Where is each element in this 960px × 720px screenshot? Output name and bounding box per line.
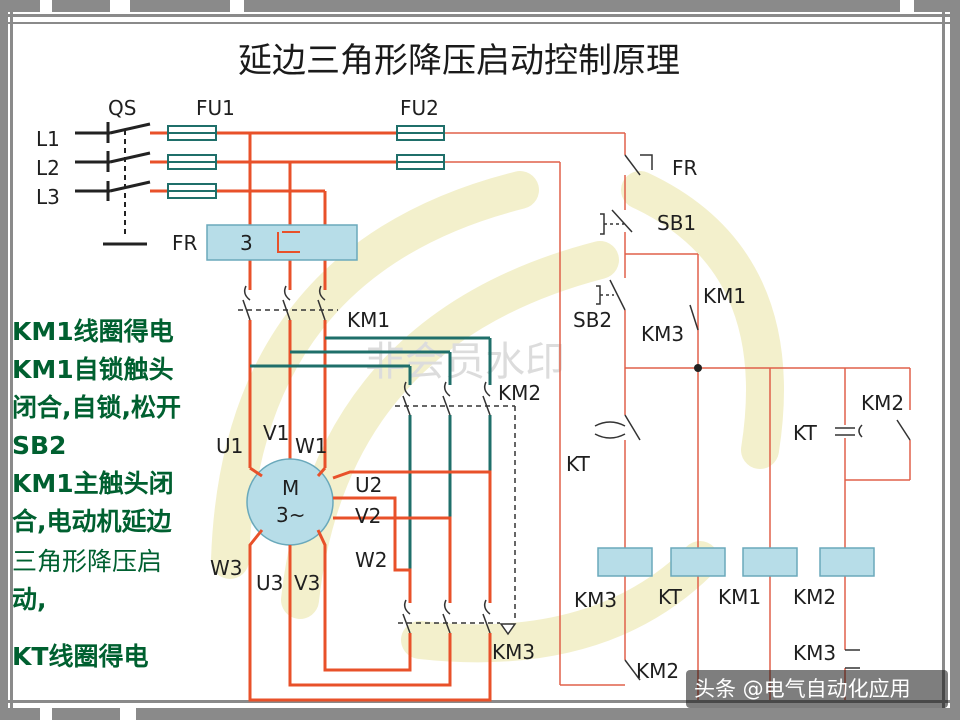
coil-km1: [742, 547, 798, 577]
km1-main-contacts: [238, 285, 338, 321]
label-v1: V1: [263, 421, 289, 445]
explanation-segment: 合,电动机延边: [12, 507, 172, 536]
coil-km3: [597, 547, 653, 577]
coil-km2: [819, 547, 875, 577]
footer-attribution: 头条 @电气自动化应用: [694, 677, 911, 701]
supply-lines: [150, 131, 397, 193]
label-coil-km2: KM2: [793, 585, 836, 609]
explanation-segment: 线圈得电: [74, 317, 174, 346]
label-l2: L2: [36, 156, 60, 180]
explanation-segment: 线圈得电: [48, 642, 148, 671]
explanation-segment: 自锁触头: [74, 355, 174, 384]
junction-dot: [694, 364, 702, 372]
explanation-segment: KM1: [12, 355, 74, 384]
label-v2: V2: [355, 504, 381, 528]
explanation-segment: SB2: [12, 431, 66, 460]
label-w3: W3: [210, 556, 243, 580]
label-u3: U3: [256, 571, 283, 595]
explanation-line: 闭合,自锁,松开: [12, 393, 181, 422]
label-km2-interlock: KM2: [636, 659, 679, 683]
label-fu1: FU1: [196, 96, 235, 120]
explanation-segment: 主触头闭: [74, 469, 174, 498]
label-km1-hold: KM1: [703, 284, 746, 308]
explanation-segment: 三角形降压启: [12, 547, 162, 576]
label-fu2: FU2: [400, 96, 439, 120]
explanation-line: 动,: [12, 585, 47, 614]
explanation-segment: KT: [12, 642, 48, 671]
label-coil-km3: KM3: [574, 588, 617, 612]
label-u1: U1: [216, 434, 243, 458]
explanation-line: KM1自锁触头: [12, 355, 174, 384]
explanation-line: KM1主触头闭: [12, 469, 174, 498]
label-qs: QS: [108, 96, 136, 120]
label-w2: W2: [355, 548, 388, 572]
explanation-segment: 动,: [12, 585, 47, 614]
watermark-text: 非会员水印: [365, 339, 565, 385]
label-kt-contact: KT: [566, 452, 591, 476]
label-fr-ctrl: FR: [672, 156, 698, 180]
label-fr-main: FR: [172, 231, 198, 255]
label-km1-main: KM1: [347, 308, 390, 332]
explanation-line: 三角形降压启: [12, 547, 162, 576]
control-contacts: [594, 154, 911, 681]
label-km3-interlock: KM3: [641, 322, 684, 346]
explanation-line: KT线圈得电: [12, 642, 148, 671]
label-km2-main: KM2: [498, 381, 541, 405]
label-kt-delay: KT: [793, 421, 818, 445]
explanation-line: 合,电动机延边: [12, 507, 172, 536]
label-coil-kt: KT: [658, 585, 683, 609]
explanation-line: SB2: [12, 431, 66, 460]
label-l1: L1: [36, 127, 60, 151]
label-w1: W1: [295, 434, 328, 458]
fuse-fu1: [167, 125, 217, 199]
label-km3-main: KM3: [492, 640, 535, 664]
explanation-segment: KM1: [12, 317, 74, 346]
fuse-fu2: [396, 125, 445, 170]
label-motor: M: [282, 476, 299, 500]
km2-main-contacts: [395, 381, 516, 620]
label-km3-interlock-2: KM3: [793, 641, 836, 665]
label-fr-number: 3: [240, 231, 253, 255]
control-feed-lines: [444, 132, 626, 686]
explanation-segment: 闭合,自锁,松开: [12, 393, 181, 422]
supply-qs-switch: [75, 122, 151, 201]
label-coil-km1: KM1: [718, 585, 761, 609]
slide-border-blocks: [40, 0, 914, 720]
explanation-line: KM1线圈得电: [12, 317, 174, 346]
label-u2: U2: [355, 473, 382, 497]
motor-leads: [248, 466, 492, 702]
label-l3: L3: [36, 185, 60, 209]
label-km2-hold: KM2: [861, 391, 904, 415]
explanation-segment: KM1: [12, 469, 74, 498]
coil-kt: [670, 547, 726, 577]
label-v3: V3: [294, 571, 320, 595]
label-sb1: SB1: [657, 211, 696, 235]
fr-thermal-relay: [206, 224, 358, 261]
km3-main-contacts: [398, 599, 517, 636]
page-title: 延边三角形降压启动控制原理: [238, 41, 680, 81]
label-sb2: SB2: [573, 308, 612, 332]
explanation-text: KM1线圈得电KM1自锁触头闭合,自锁,松开SB2KM1主触头闭合,电动机延边三…: [12, 317, 181, 671]
footer-badge: [686, 670, 948, 708]
coil-blocks: [597, 547, 875, 577]
label-motor-phase: 3~: [276, 503, 305, 527]
